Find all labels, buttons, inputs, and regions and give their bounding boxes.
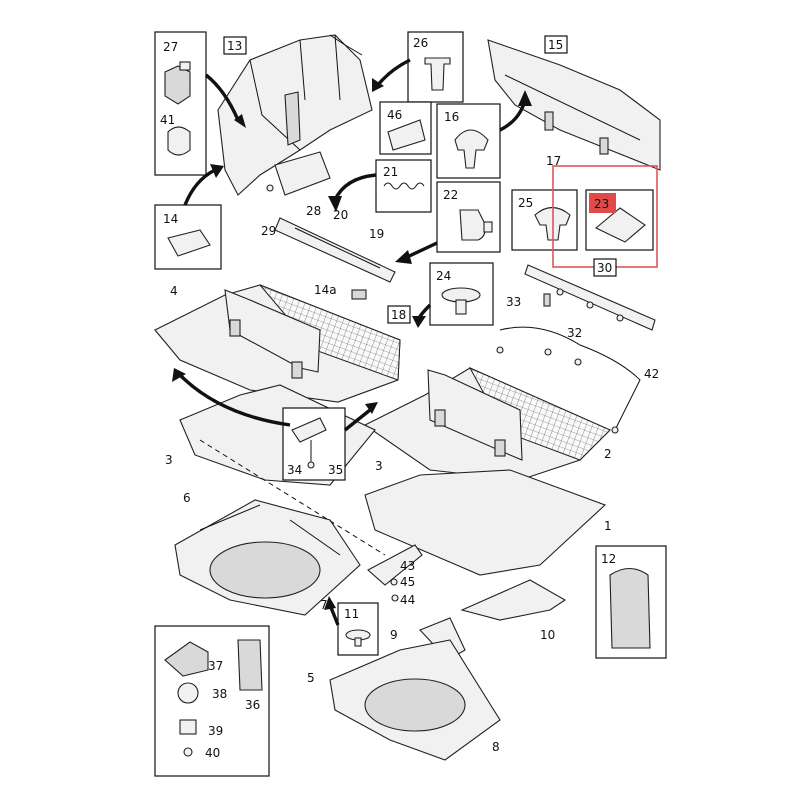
box-36-40	[154, 625, 270, 777]
label-25: 25	[518, 196, 533, 210]
arrow-26-to-13	[372, 58, 411, 92]
arrow-16-to-15	[499, 90, 532, 132]
label-11: 11	[344, 607, 359, 621]
box-18-tag	[387, 305, 411, 324]
box-27-41	[154, 31, 207, 176]
floor-panel-1	[364, 469, 607, 576]
label-15: 15	[548, 38, 563, 52]
label-19: 19	[369, 227, 384, 241]
label-22: 22	[443, 188, 458, 202]
label-14a: 14a	[314, 283, 337, 297]
box-15-tag	[544, 35, 568, 54]
label-4: 4	[170, 284, 178, 298]
arrow-22-to-18	[395, 241, 438, 264]
label-18: 18	[391, 308, 406, 322]
label-28: 28	[306, 204, 321, 218]
label-29: 29	[261, 224, 276, 238]
box-46	[379, 101, 432, 155]
label-9: 9	[390, 628, 398, 642]
floor-panel-3	[179, 384, 376, 486]
label-38: 38	[212, 687, 227, 701]
label-36: 36	[245, 698, 260, 712]
label-6: 6	[183, 491, 191, 505]
box-12	[595, 545, 667, 659]
box-13-tag	[223, 36, 247, 55]
label-1: 1	[604, 519, 612, 533]
box-14	[154, 204, 222, 270]
label-39: 39	[208, 724, 223, 738]
bracket-43	[367, 544, 423, 602]
label-24: 24	[436, 269, 451, 283]
label-17: 17	[546, 154, 561, 168]
label-40: 40	[205, 746, 220, 760]
sill-trim-19-20	[274, 217, 396, 300]
arrow-27-to-13	[204, 73, 246, 128]
box-34-35	[282, 407, 346, 481]
label-32: 32	[567, 326, 582, 340]
label-2: 2	[604, 447, 612, 461]
floor-panel-4	[154, 284, 401, 403]
label-21: 21	[383, 165, 398, 179]
box-16	[436, 103, 501, 179]
label-23: 23	[594, 197, 609, 211]
rail-10	[460, 579, 567, 621]
label-7: 7	[320, 598, 328, 612]
label-46: 46	[387, 108, 402, 122]
arrow-3-to-4	[172, 368, 291, 427]
arrow-24-to-rail	[412, 303, 432, 328]
label-34: 34	[287, 463, 302, 477]
arrow-34-to-2	[343, 402, 378, 432]
highlight-tag-23	[589, 193, 616, 213]
label-30: 30	[597, 261, 612, 275]
tailgate-trim-15	[487, 39, 661, 171]
label-43: 43	[400, 559, 415, 573]
floor-panel-2	[363, 366, 611, 481]
label-35: 35	[328, 463, 343, 477]
wheel-tray-5	[329, 639, 501, 761]
box-24	[429, 262, 494, 326]
label-44: 44	[400, 593, 415, 607]
net-cable-42	[496, 326, 641, 434]
label-42: 42	[644, 367, 659, 381]
label-3b: 3	[375, 459, 383, 473]
label-16: 16	[444, 110, 459, 124]
box-21	[375, 159, 432, 213]
arrow-11-to-7	[324, 596, 340, 626]
rail-32	[524, 264, 656, 331]
label-8: 8	[492, 740, 500, 754]
dashed-leader-3	[199, 439, 386, 556]
box-22	[436, 181, 501, 253]
box-23	[585, 189, 654, 251]
label-5: 5	[307, 671, 315, 685]
label-27: 27	[163, 40, 178, 54]
label-12: 12	[601, 552, 616, 566]
label-14: 14	[163, 212, 178, 226]
label-45: 45	[400, 575, 415, 589]
box-26	[407, 31, 464, 103]
spare-wheel-tray-6	[174, 499, 361, 616]
label-3: 3	[165, 453, 173, 467]
label-41: 41	[160, 113, 175, 127]
arrow-21-to-floor	[328, 173, 377, 212]
side-trim-panel-13	[217, 34, 373, 196]
label-26: 26	[413, 36, 428, 50]
arrow-14-to-13	[183, 164, 224, 206]
label-37: 37	[208, 659, 223, 673]
label-20: 20	[333, 208, 348, 222]
label-33: 33	[506, 295, 521, 309]
box-11	[337, 602, 379, 656]
label-13: 13	[227, 39, 242, 53]
label-10: 10	[540, 628, 555, 642]
box-30-tag	[593, 258, 617, 277]
